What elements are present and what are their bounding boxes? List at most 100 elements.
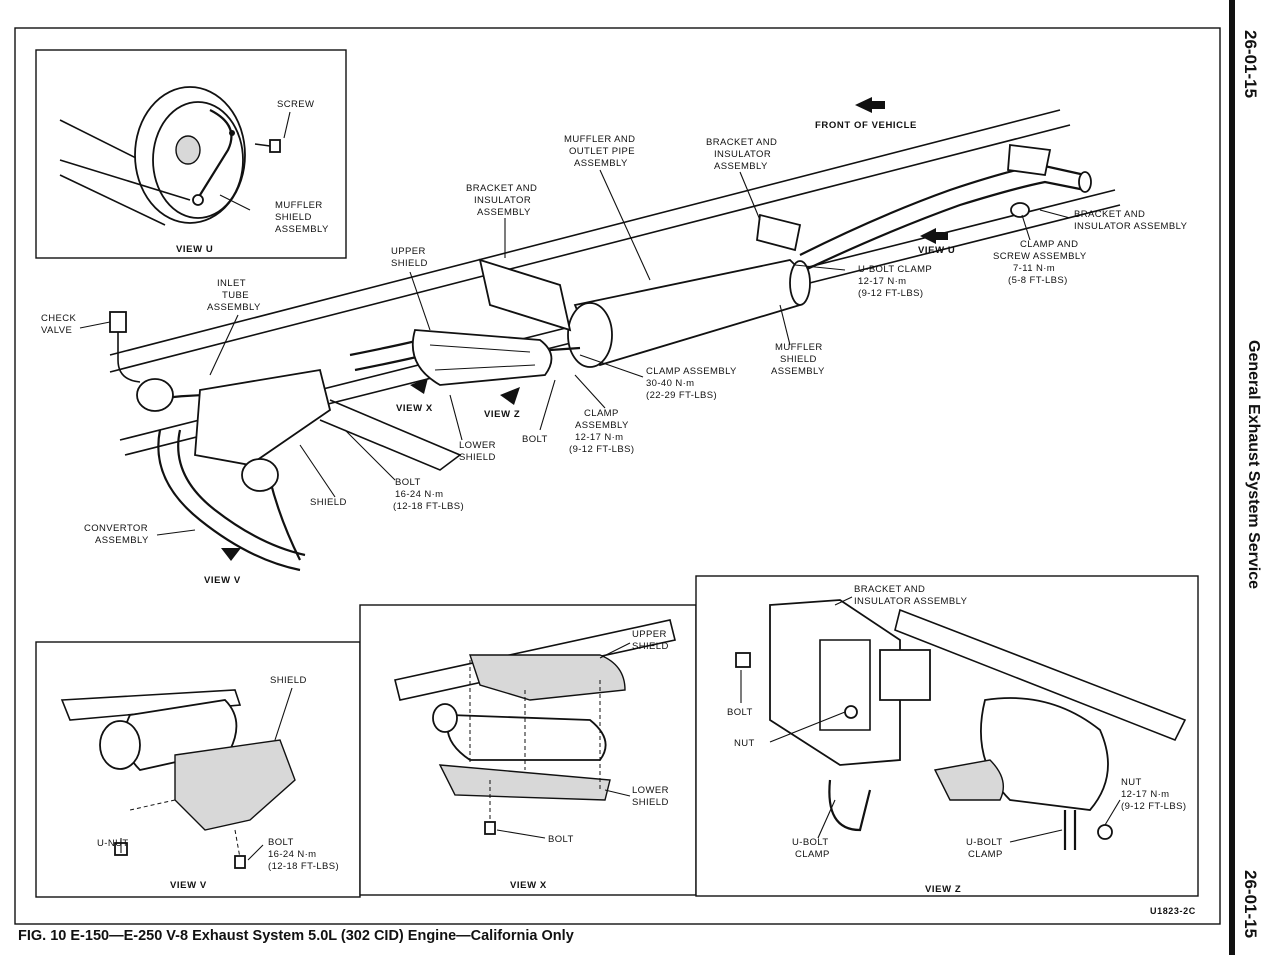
label-bracket-left-2: INSULATOR	[474, 195, 531, 206]
ubolt-clamp-left-z	[828, 779, 872, 832]
bolt-icon-v	[234, 855, 246, 869]
bracket-z	[769, 599, 901, 766]
label-upper-shield-x-1: UPPER	[632, 629, 667, 640]
label-clamp-screw-1: CLAMP AND	[1020, 239, 1078, 250]
view-v-arrow-icon	[221, 548, 241, 561]
label-bolt-v-2: 16-24 N·m	[268, 849, 316, 860]
view-z-title: VIEW Z	[925, 884, 961, 895]
label-muffler-shield-2: SHIELD	[780, 354, 817, 365]
y-pipe-convertor	[136, 368, 332, 572]
label-lower-shield-x-2: SHIELD	[632, 797, 669, 808]
check-valve-icon	[109, 311, 141, 383]
label-bolt-torque-1: BOLT	[395, 477, 421, 488]
label-clamp-assembly-3: (22-29 FT-LBS)	[646, 390, 717, 401]
ubolt-clamp-right-z	[1063, 810, 1077, 850]
label-muffler-outlet-1: MUFFLER AND	[564, 134, 635, 145]
view-z-arrow-icon	[500, 387, 520, 405]
label-unut-v: U-NUT	[97, 838, 129, 849]
label-bolt-torque-2: 16-24 N·m	[395, 489, 443, 500]
nut-icon-z	[844, 705, 858, 719]
muffler	[567, 259, 811, 368]
label-clamp-screw-3: 7-11 N·m	[1013, 263, 1055, 274]
bolt-icon-x	[484, 821, 496, 835]
label-clamp-assembly-2: 30-40 N·m	[646, 378, 694, 389]
page-number-bottom: 26-01-15	[1241, 870, 1260, 939]
label-inlet-tube-2: TUBE	[222, 290, 249, 301]
label-bracket-right-2: INSULATOR ASSEMBLY	[1074, 221, 1188, 232]
inset-view-u: SCREW MUFFLER SHIELD ASSEMBLY VIEW U	[35, 49, 347, 259]
label-clamp-screw-2: SCREW ASSEMBLY	[993, 251, 1087, 262]
label-view-v-main: VIEW V	[204, 575, 241, 586]
label-ubolt-clamp-3: (9-12 FT-LBS)	[858, 288, 923, 299]
label-ubolt-left-z-1: U-BOLT	[792, 837, 829, 848]
label-clamp-assembly2-3: 12-17 N·m	[575, 432, 623, 443]
label-muffler-shield-3: ASSEMBLY	[771, 366, 825, 377]
label-lower-shield-x-1: LOWER	[632, 785, 669, 796]
label-ubolt-right-z-2: CLAMP	[968, 849, 1003, 860]
label-ubolt-right-z-1: U-BOLT	[966, 837, 1003, 848]
upper-shield-x	[469, 654, 626, 701]
page-number-top: 26-01-15	[1241, 30, 1260, 99]
inset-view-x: UPPER SHIELD LOWER SHIELD BOLT VIEW X	[359, 604, 697, 896]
main-exhaust-view: FRONT OF VEHICLE MUFFLER AND OUTLET PIPE…	[41, 97, 1188, 586]
label-bracket-left-3: ASSEMBLY	[477, 207, 531, 218]
view-u-arrow-icon	[920, 228, 948, 244]
side-bar	[1229, 0, 1235, 955]
label-nut-torque-z-2: 12-17 N·m	[1121, 789, 1169, 800]
label-inlet-tube-1: INLET	[217, 278, 246, 289]
label-bracket-top-2: INSULATOR	[714, 149, 771, 160]
label-upper-shield-2: SHIELD	[391, 258, 428, 269]
label-shield-main: SHIELD	[310, 497, 347, 508]
label-view-u-main: VIEW U	[918, 245, 955, 256]
label-muffler-shield-u: MUFFLER	[275, 200, 323, 211]
label-muffler-outlet-2: OUTLET PIPE	[569, 146, 635, 157]
label-ubolt-clamp-1: U-BOLT CLAMP	[858, 264, 932, 275]
drawing-code: U1823-2C	[1150, 906, 1196, 916]
label-ubolt-left-z-2: CLAMP	[795, 849, 830, 860]
label-bracket-top-1: BRACKET AND	[706, 137, 777, 148]
figure-caption: FIG. 10 E-150—E-250 V-8 Exhaust System 5…	[18, 928, 574, 944]
label-lower-shield-2: SHIELD	[459, 452, 496, 463]
label-bolt-v-3: (12-18 FT-LBS)	[268, 861, 339, 872]
label-nut-torque-z-1: NUT	[1121, 777, 1142, 788]
inset-view-z: BRACKET AND INSULATOR ASSEMBLY BOLT NUT …	[695, 575, 1199, 897]
label-bolt-v-1: BOLT	[268, 837, 294, 848]
label-upper-shield-1: UPPER	[391, 246, 426, 257]
label-convertor-1: CONVERTOR	[84, 523, 148, 534]
label-bracket-top-3: ASSEMBLY	[714, 161, 768, 172]
label-bracket-left-1: BRACKET AND	[466, 183, 537, 194]
label-clamp-assembly2-1: CLAMP	[584, 408, 619, 419]
label-bracket-z-1: BRACKET AND	[854, 584, 925, 595]
view-x-arrow-icon	[410, 378, 428, 394]
label-upper-shield-x-2: SHIELD	[632, 641, 669, 652]
view-v-title: VIEW V	[170, 880, 207, 891]
label-view-x-main: VIEW X	[396, 403, 433, 414]
section-title: General Exhaust System Service	[1245, 340, 1262, 590]
label-bolt-torque-3: (12-18 FT-LBS)	[393, 501, 464, 512]
label-shield-v: SHIELD	[270, 675, 307, 686]
label-muffler-shield-u-3: ASSEMBLY	[275, 224, 329, 235]
label-check-valve-1: CHECK	[41, 313, 77, 324]
label-check-valve-2: VALVE	[41, 325, 72, 336]
label-nut-z: NUT	[734, 738, 755, 749]
label-front-of-vehicle: FRONT OF VEHICLE	[815, 120, 917, 131]
label-bolt-x: BOLT	[548, 834, 574, 845]
label-ubolt-clamp-2: 12-17 N·m	[858, 276, 906, 287]
figure-frame	[14, 27, 1221, 925]
label-muffler-shield-1: MUFFLER	[775, 342, 823, 353]
muffler-z	[980, 697, 1109, 811]
label-screw-u: SCREW	[277, 99, 314, 110]
label-clamp-assembly2-2: ASSEMBLY	[575, 420, 629, 431]
front-arrow-icon	[855, 97, 885, 113]
label-bolt-main: BOLT	[522, 434, 548, 445]
label-bracket-z-2: INSULATOR ASSEMBLY	[854, 596, 968, 607]
view-x-title: VIEW X	[510, 880, 547, 891]
label-clamp-assembly-1: CLAMP ASSEMBLY	[646, 366, 737, 377]
label-bracket-right-1: BRACKET AND	[1074, 209, 1145, 220]
label-clamp-assembly2-4: (9-12 FT-LBS)	[569, 444, 634, 455]
catalytic-converter	[411, 329, 553, 386]
label-inlet-tube-3: ASSEMBLY	[207, 302, 261, 313]
inset-view-v: SHIELD U-NUT BOLT 16-24 N·m (12-18 FT-LB…	[35, 641, 361, 898]
